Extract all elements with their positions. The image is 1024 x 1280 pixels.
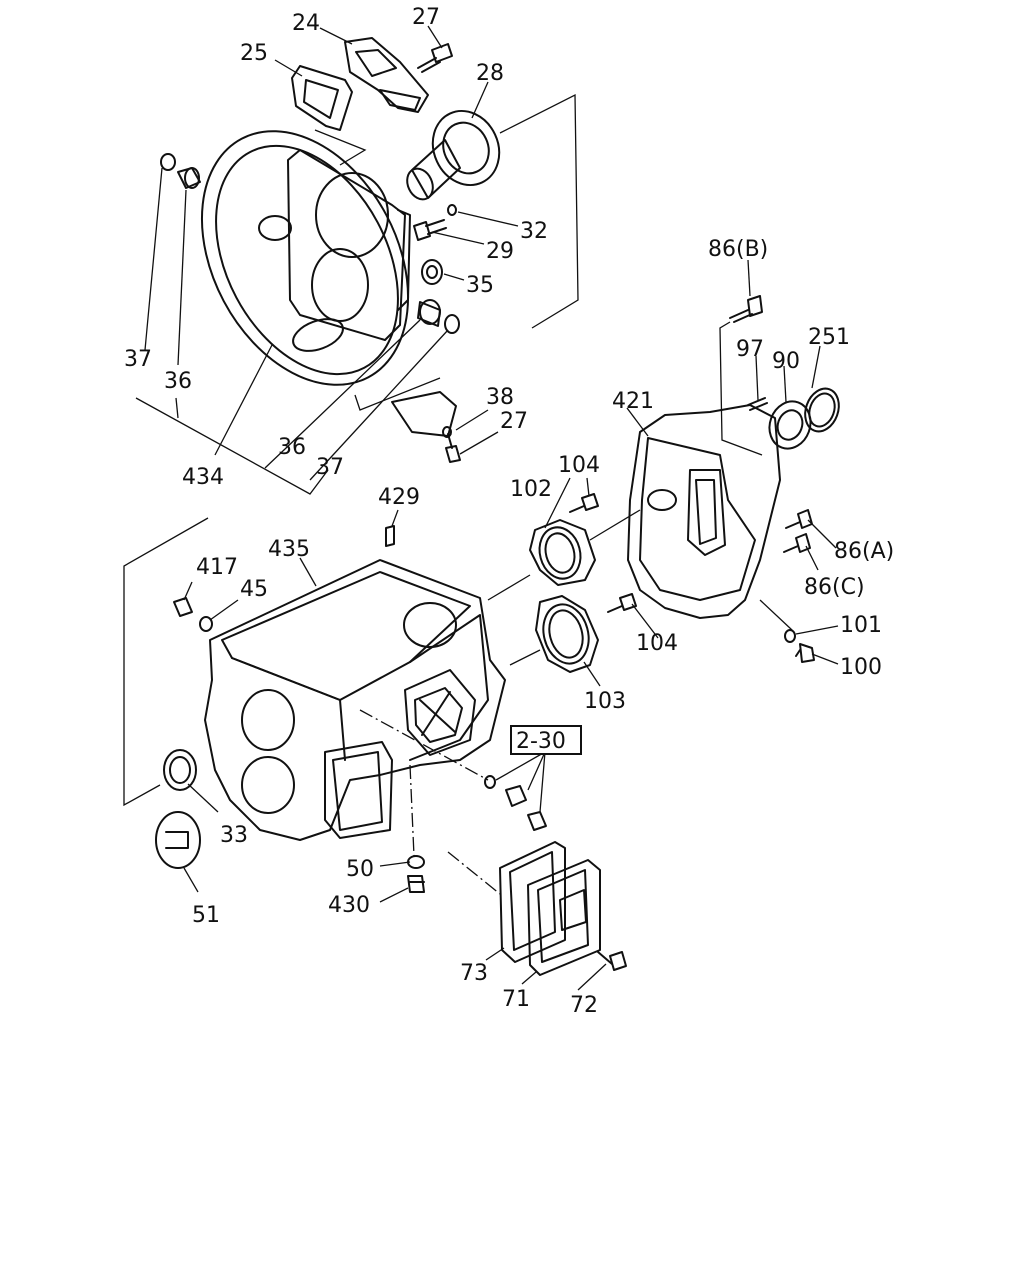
label-86b: 86(B) <box>708 237 768 262</box>
label-86a: 86(A) <box>834 539 894 564</box>
transmission-case-435 <box>204 559 506 841</box>
label-33: 33 <box>220 823 248 848</box>
bolt-104-low <box>607 593 637 613</box>
label-27-top: 27 <box>412 5 440 30</box>
label-32: 32 <box>520 219 548 244</box>
label-28: 28 <box>476 61 504 86</box>
oil-seal-90-ring-251 <box>768 387 840 450</box>
reference-box-2-30 <box>510 725 582 755</box>
bolt-27-top <box>417 43 453 73</box>
plug-100-washer-101 <box>784 629 815 663</box>
seal-33-cap-51 <box>155 749 201 869</box>
label-435: 435 <box>268 537 310 562</box>
label-102: 102 <box>510 477 552 502</box>
flywheel-housing-434 <box>200 130 411 386</box>
label-421: 421 <box>612 389 654 414</box>
small-parts-29-32-35 <box>413 204 457 285</box>
plate-38 <box>391 391 457 438</box>
label-50: 50 <box>346 857 374 882</box>
label-35: 35 <box>466 273 494 298</box>
label-90: 90 <box>772 349 800 374</box>
label-27-low: 27 <box>500 409 528 434</box>
label-430: 430 <box>328 893 370 918</box>
washer-50-drain-430 <box>407 855 425 893</box>
label-24: 24 <box>292 11 320 36</box>
cover-103 <box>535 595 599 673</box>
label-100: 100 <box>840 655 882 680</box>
label-29: 29 <box>486 239 514 264</box>
bolt-104-top <box>569 493 599 513</box>
cover-102 <box>529 519 596 586</box>
label-434: 434 <box>182 465 224 490</box>
dowel-429 <box>385 525 395 547</box>
label-104-low: 104 <box>636 631 678 656</box>
label-25: 25 <box>240 41 268 66</box>
gasket-73-cover-71 <box>499 841 601 976</box>
label-37-low: 37 <box>316 455 344 480</box>
label-73: 73 <box>460 961 488 986</box>
label-251: 251 <box>808 325 850 350</box>
label-37-top: 37 <box>124 347 152 372</box>
cover-plate-24 <box>344 37 429 113</box>
leader-lines <box>135 25 839 991</box>
part-labels: 24 27 25 28 32 29 35 86(B) 251 97 90 37 … <box>124 5 894 1018</box>
bolt-27-low <box>445 433 461 463</box>
bolt-72 <box>597 951 627 971</box>
bushings-36-37 <box>160 153 460 334</box>
label-86c: 86(C) <box>804 575 865 600</box>
bolts-86-97 <box>729 295 813 553</box>
label-2-30: 2-30 <box>516 729 566 754</box>
label-45: 45 <box>240 577 268 602</box>
label-36-low: 36 <box>278 435 306 460</box>
label-38: 38 <box>486 385 514 410</box>
label-104-top: 104 <box>558 453 600 478</box>
label-36-top: 36 <box>164 369 192 394</box>
clutch-housing-421 <box>627 404 781 619</box>
sensor-2-30 <box>484 775 547 831</box>
label-417: 417 <box>196 555 238 580</box>
label-101: 101 <box>840 613 882 638</box>
label-71: 71 <box>502 987 530 1012</box>
plug-417-washer-45 <box>173 597 213 632</box>
label-51: 51 <box>192 903 220 928</box>
label-103: 103 <box>584 689 626 714</box>
label-72: 72 <box>570 993 598 1018</box>
gasket-25 <box>291 65 353 131</box>
label-97: 97 <box>736 337 764 362</box>
label-429: 429 <box>378 485 420 510</box>
bearing-retainer-28 <box>406 110 501 201</box>
